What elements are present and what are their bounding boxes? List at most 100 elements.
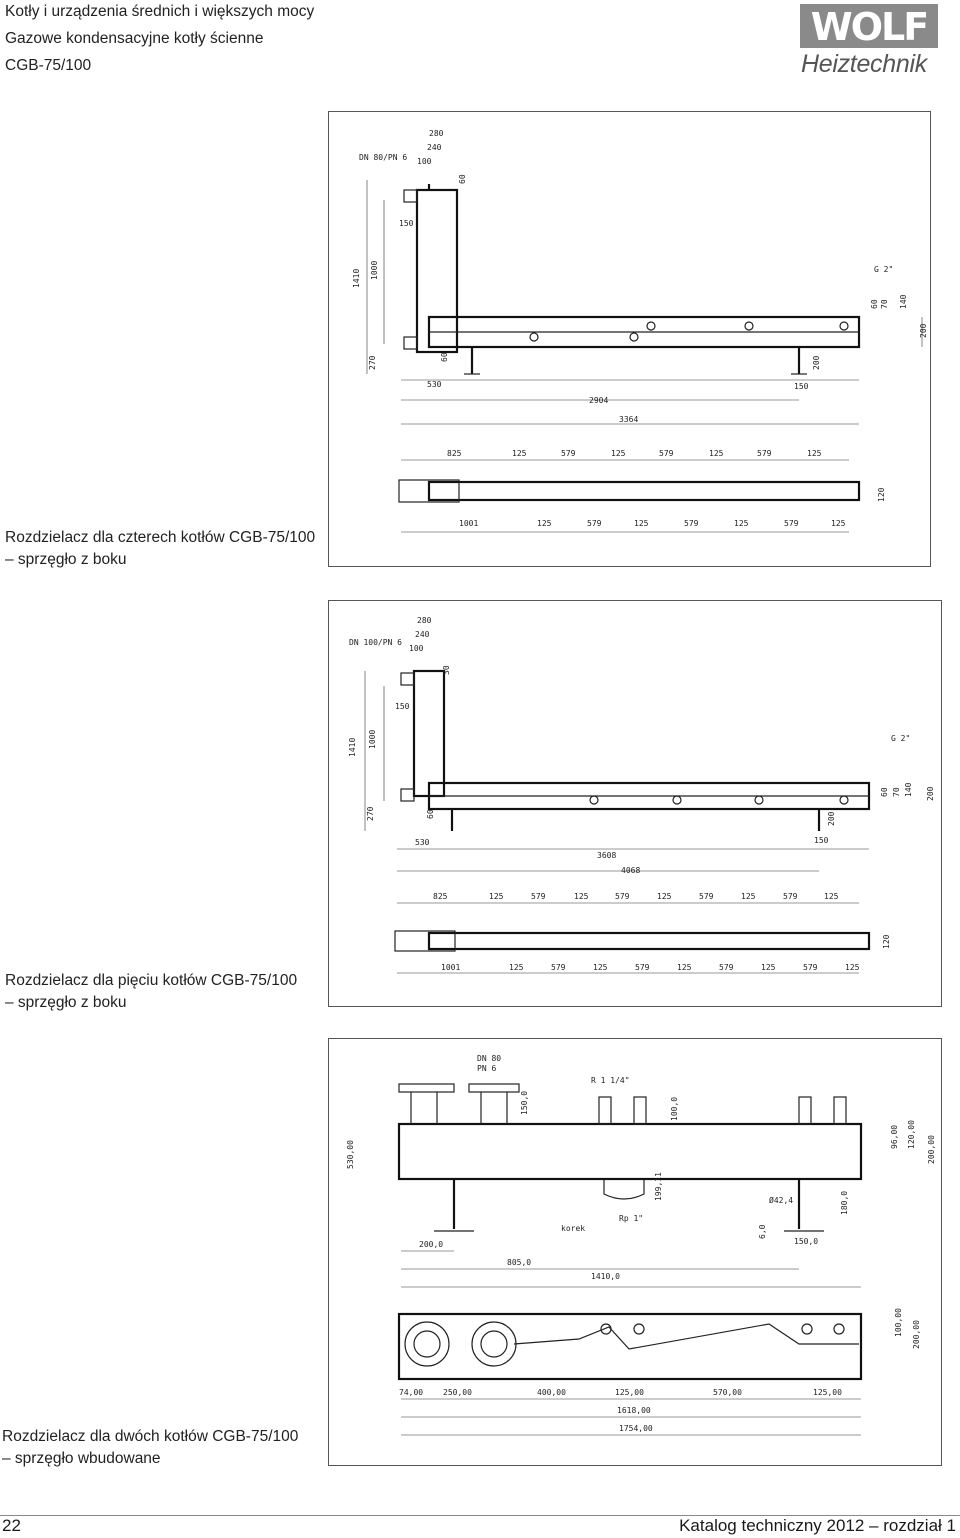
logo-subtitle: Heiztechnik	[801, 50, 927, 78]
dimension-label: 1001	[441, 963, 460, 972]
dimension-label: 1618,00	[617, 1406, 651, 1415]
dimension-label: 60	[870, 299, 879, 309]
figure-2-caption-line-1: Rozdzielacz dla pięciu kotłów CGB-75/100	[5, 972, 298, 989]
dimension-label: 125	[761, 963, 776, 972]
dimension-label: 280	[429, 129, 444, 138]
dimension-label: R 1 1/4"	[591, 1076, 630, 1085]
dimension-label: 140	[904, 782, 913, 797]
dimension-label: 3364	[619, 415, 638, 424]
dimension-label: Ø42,4	[769, 1195, 793, 1205]
figure-3-caption-line-2: – sprzęgło wbudowane	[2, 1450, 161, 1467]
dimension-label: 199,11	[654, 1172, 663, 1201]
dimension-label: 60	[426, 809, 435, 819]
dimension-label: 579	[615, 892, 630, 901]
dimension-label: 125	[512, 449, 527, 458]
dimension-label: 579	[699, 892, 714, 901]
dimension-label: 125	[509, 963, 524, 972]
dimension-label: 200	[812, 355, 821, 370]
dimension-label: 125,00	[813, 1388, 842, 1397]
dimension-label: 200	[926, 786, 935, 801]
dimension-label: 200,00	[927, 1135, 936, 1164]
header-line-2: Gazowe kondensacyjne kotły ścienne	[5, 30, 264, 47]
dimension-label: 1000	[368, 730, 377, 749]
dimension-label: 579	[757, 449, 772, 458]
dimension-label: 140	[899, 294, 908, 309]
dimension-label: 530,00	[346, 1140, 355, 1169]
dimension-label: 579	[803, 963, 818, 972]
dimension-label: DN 80/PN 6	[359, 153, 407, 162]
dimension-label: 125	[845, 963, 860, 972]
dimension-label: 579	[635, 963, 650, 972]
dimension-label: 579	[551, 963, 566, 972]
figure-1-caption-line-1: Rozdzielacz dla czterech kotłów CGB-75/1…	[5, 529, 316, 546]
dimension-label: 200	[827, 811, 836, 826]
dimension-label: 125,00	[615, 1388, 644, 1397]
dimension-label: 200	[919, 323, 928, 338]
dimension-label: G 2"	[874, 265, 893, 274]
dimension-label: 96,00	[890, 1125, 899, 1149]
logo-wordmark: WOLF	[811, 5, 927, 49]
dimension-label: 125	[537, 519, 552, 528]
dimension-label: 270	[366, 806, 375, 821]
figure-2-caption-line-2: – sprzęgło z boku	[5, 994, 127, 1011]
dimension-label: 100,0	[670, 1097, 679, 1121]
dimension-label: 579	[531, 892, 546, 901]
dimension-label: Rp 1"	[619, 1214, 643, 1223]
dimension-label: 579	[719, 963, 734, 972]
dimension-label: G 2"	[891, 734, 910, 743]
dimension-label: 579	[784, 519, 799, 528]
dimension-label: 250,00	[443, 1388, 472, 1397]
dimension-label: 150,0	[520, 1091, 529, 1115]
footer-divider	[0, 1515, 960, 1516]
dimension-label: 579	[561, 449, 576, 458]
wolf-logo: WOLF	[800, 4, 938, 49]
dimension-label: 1410	[348, 738, 357, 757]
dimension-label: 570,00	[713, 1388, 742, 1397]
dimension-label: 1000	[370, 261, 379, 280]
dimension-label: 805,0	[507, 1258, 531, 1267]
header-line-3: CGB-75/100	[5, 57, 92, 74]
footer-catalog-title: Katalog techniczny 2012 – rozdział 1	[679, 1516, 956, 1535]
dimension-label: 125	[807, 449, 822, 458]
dimension-label: 125	[611, 449, 626, 458]
dimension-label: 125	[824, 892, 839, 901]
dimension-label: 825	[447, 449, 462, 458]
dimension-label: 4068	[621, 866, 640, 875]
dimension-label: 125	[831, 519, 846, 528]
dimension-label: 180,0	[840, 1191, 849, 1215]
dimension-label: PN 6	[477, 1064, 496, 1073]
dimension-label: 125	[593, 963, 608, 972]
dimension-label: 200,00	[912, 1320, 921, 1349]
figure-1-caption-line-2: – sprzęgło z boku	[5, 551, 127, 568]
dimension-label: DN 80	[477, 1054, 501, 1063]
dimension-label: 6,0	[758, 1224, 767, 1239]
dimension-label: 100	[409, 644, 424, 653]
figure-3-caption-line-1: Rozdzielacz dla dwóch kotłów CGB-75/100	[2, 1428, 299, 1445]
dimension-label: 70	[892, 787, 901, 797]
dimension-label: 120,00	[907, 1120, 916, 1149]
dimension-label: 270	[368, 355, 377, 370]
dimension-label: 280	[417, 616, 432, 625]
dimension-label: 125	[709, 449, 724, 458]
dimension-label: 150	[395, 702, 410, 711]
dimension-label: 530	[427, 380, 442, 389]
dimension-label: 125	[677, 963, 692, 972]
dimension-label: 100	[417, 157, 432, 166]
dimension-label: 60	[440, 352, 449, 362]
dimension-label: 579	[659, 449, 674, 458]
dimension-label: 150	[814, 836, 829, 845]
dimension-label: 200,0	[419, 1240, 443, 1249]
dimension-label: 2904	[589, 396, 608, 405]
dimension-label: DN 100/PN 6	[349, 638, 402, 647]
dimension-label: 579	[587, 519, 602, 528]
dimension-label: 1001	[459, 519, 478, 528]
dimension-label: 240	[427, 143, 442, 152]
dimension-label: 30	[442, 665, 451, 675]
dimension-label: 1410,0	[591, 1272, 620, 1281]
dimension-label: 1754,00	[619, 1424, 653, 1433]
dimension-label: 150	[399, 219, 414, 228]
